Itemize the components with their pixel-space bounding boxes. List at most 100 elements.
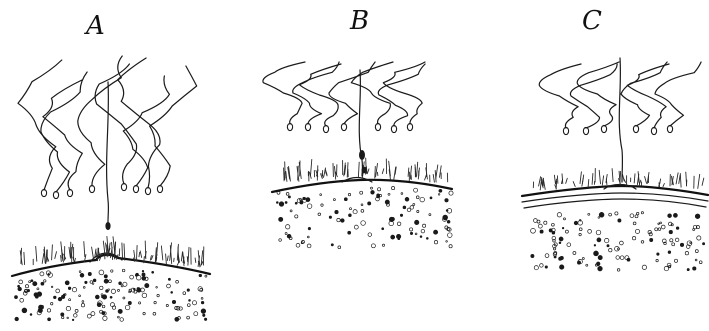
yolk-granule <box>350 208 352 210</box>
yolk-granule <box>145 284 149 288</box>
sperm-tail <box>570 64 617 128</box>
yolk-granule <box>348 231 351 234</box>
yolk-granule <box>63 294 65 296</box>
yolk-granule <box>103 316 107 320</box>
spermatozoon <box>329 62 375 131</box>
yolk-granule <box>125 305 130 310</box>
yolk-granule <box>429 214 431 216</box>
yolk-granule <box>307 236 309 238</box>
yolk-granule <box>421 229 425 233</box>
yolk-granule <box>287 234 291 238</box>
yolk-granule <box>658 228 661 231</box>
yolk-granule <box>172 300 175 303</box>
yolk-granule <box>567 243 571 247</box>
yolk-granule <box>100 286 103 289</box>
yolk-granule <box>668 251 671 254</box>
yolk-granule <box>382 244 384 246</box>
yolk-granule <box>657 253 659 255</box>
yolk-granule <box>348 193 350 195</box>
radiating-filament <box>311 159 312 175</box>
yolk-granule <box>630 214 634 218</box>
yolk-granule <box>22 308 27 313</box>
yolk-granule <box>67 317 69 319</box>
yolk-granule <box>80 273 84 277</box>
yolk-granule <box>79 271 81 273</box>
yolk-granule <box>354 225 358 229</box>
radiating-filament <box>557 176 558 184</box>
yolk-granule <box>31 280 33 282</box>
yolk-granule <box>560 265 564 269</box>
spermatozoon <box>655 62 701 133</box>
yolk-granule <box>368 233 372 237</box>
yolk-granule <box>609 249 612 252</box>
panel-a-penetrating-sperm <box>107 82 109 222</box>
yolk-granule <box>333 199 335 201</box>
yolk-granule <box>695 259 697 261</box>
radiating-filament <box>36 246 37 261</box>
yolk-granule <box>579 233 581 235</box>
yolk-granule <box>695 250 698 253</box>
yolk-granule <box>549 229 552 232</box>
yolk-granule <box>199 274 202 277</box>
radiating-filament <box>660 179 661 184</box>
yolk-granule <box>87 314 91 318</box>
yolk-granule <box>554 256 556 258</box>
yolk-granule <box>695 214 700 219</box>
radiating-filament <box>672 176 673 184</box>
radiating-filament <box>166 254 167 265</box>
yolk-granule <box>439 189 442 192</box>
panel-a-radiating-layer <box>20 237 204 267</box>
yolk-granule <box>596 262 600 266</box>
yolk-granule <box>538 224 542 228</box>
radiating-filament <box>145 241 146 259</box>
yolk-granule <box>37 288 39 290</box>
yolk-granule <box>403 206 406 209</box>
yolk-granule <box>618 219 621 222</box>
yolk-granule <box>672 243 675 246</box>
yolk-granule <box>660 222 662 224</box>
radiating-filament <box>61 256 62 262</box>
panel-c-membrane-outer <box>522 186 708 196</box>
radiating-filament <box>539 177 541 186</box>
yolk-granule <box>123 282 127 286</box>
yolk-granule <box>414 188 418 192</box>
yolk-granule <box>531 254 534 257</box>
yolk-granule <box>286 225 290 229</box>
yolk-granule <box>90 281 93 284</box>
radiating-filament <box>698 174 700 188</box>
yolk-granule <box>434 241 437 244</box>
yolk-granule <box>559 237 563 241</box>
yolk-granule <box>598 256 602 260</box>
yolk-granule <box>201 298 203 300</box>
panel-a-drawing <box>12 56 210 321</box>
yolk-granule <box>361 204 363 206</box>
yolk-granule <box>668 214 672 218</box>
yolk-granule <box>301 242 303 244</box>
yolk-granule <box>635 215 638 218</box>
yolk-granule <box>573 252 576 255</box>
yolk-granule <box>142 293 147 298</box>
yolk-granule <box>559 257 562 260</box>
spermatozoon <box>123 76 169 193</box>
yolk-granule <box>129 291 131 293</box>
yolk-granule <box>187 289 189 291</box>
yolk-granule <box>192 301 196 305</box>
panel-c-sperm-tail <box>619 58 622 182</box>
radiating-filament <box>382 169 384 174</box>
yolk-granule <box>557 213 561 217</box>
yolk-granule <box>102 312 105 315</box>
sperm-tail <box>351 62 393 124</box>
yolk-granule <box>93 279 96 282</box>
yolk-granule <box>574 221 578 225</box>
yolk-granule <box>670 239 673 242</box>
yolk-granule <box>430 197 432 199</box>
yolk-granule <box>407 208 411 212</box>
yolk-granule <box>598 217 600 219</box>
yolk-granule <box>620 241 624 245</box>
yolk-granule <box>667 263 671 267</box>
radiating-filament <box>55 252 57 259</box>
yolk-granule <box>337 218 340 221</box>
yolk-granule <box>413 204 415 206</box>
yolk-granule <box>368 202 371 205</box>
yolk-granule <box>605 238 609 242</box>
